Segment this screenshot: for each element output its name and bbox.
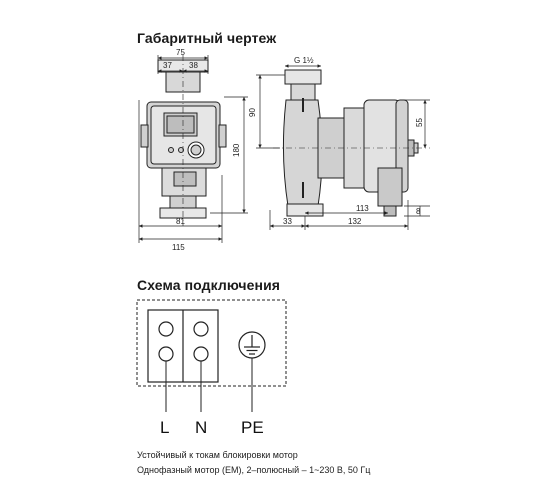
dimension-drawing-heading: Габаритный чертеж [137,30,277,46]
motor-note-line-2: Однофазный мотор (ЕМ), 2–полюсный – 1~23… [137,465,371,475]
terminal-n-label: N [195,418,207,437]
front-height-label: 180 [232,143,241,157]
terminal-screws [158,321,209,362]
front-bottom-inner-label: 81 [176,217,185,226]
body-length-label: 132 [348,217,362,226]
front-width-label: 75 [176,48,185,57]
terminal-l-label: L [160,418,169,437]
connection-scheme-heading: Схема подключения [137,277,281,293]
motor-note-line-1: Устойчивый к токам блокировки мотор [137,450,298,460]
terminal-pe-label: PE [241,418,264,437]
box-offset-label: 8 [416,207,421,216]
earth-terminal [238,331,266,359]
inlet-offset-label: 33 [283,217,292,226]
terminal-block-diagram [136,299,287,387]
pump-front-view [140,55,227,226]
side-upper-height-label: 90 [248,108,257,117]
front-left-half-label: 37 [163,61,172,70]
front-bottom-overall-label: 115 [172,243,185,252]
motor-height-label: 55 [415,118,424,127]
thread-size-label: G 1½ [294,56,314,65]
pump-side-view [273,69,430,217]
front-right-half-label: 38 [189,61,198,70]
box-length-label: 113 [356,204,369,213]
wire-leads [165,358,253,412]
